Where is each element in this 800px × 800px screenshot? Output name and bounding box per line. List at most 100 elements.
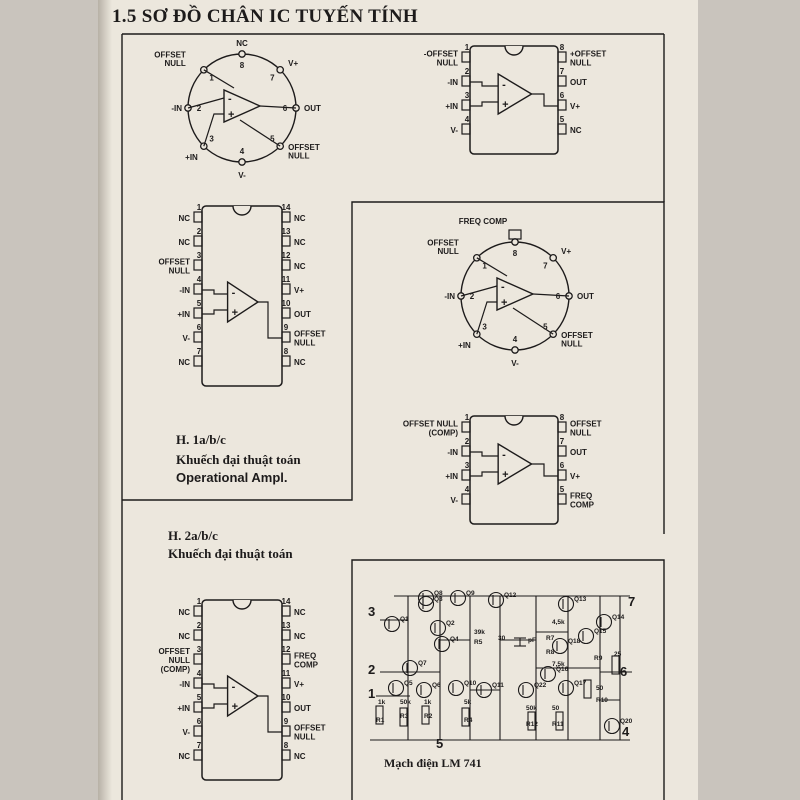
transistor-label: Q10	[464, 680, 477, 687]
pin-right	[281, 677, 291, 689]
transistor-symbol	[557, 595, 575, 613]
opamp-triangle	[497, 72, 533, 116]
transistor-label: Q20	[620, 718, 633, 725]
pin-label: NC	[294, 214, 306, 223]
pin-right	[281, 259, 291, 271]
pin-right	[557, 99, 567, 111]
pin-number: 2	[197, 104, 202, 113]
page-binding-shadow	[98, 0, 112, 800]
resistor	[399, 707, 408, 727]
component-label: 50	[596, 685, 604, 692]
book-page	[98, 0, 698, 800]
minus-sign: -	[502, 449, 506, 461]
pin-number: 8	[560, 43, 565, 52]
resistor	[461, 707, 470, 727]
fig1-subtitle: Operational Ampl.	[176, 470, 288, 485]
pin-number: 1	[197, 203, 202, 212]
pin-left	[461, 445, 471, 457]
pin-label: NC	[570, 126, 582, 135]
pin-number: 7	[197, 741, 202, 750]
pin-number: 4	[465, 115, 470, 124]
pin-dot	[511, 346, 519, 354]
pin-label: V+	[294, 680, 304, 689]
pin-label: OUT	[294, 704, 311, 713]
pin-label: V-	[238, 171, 246, 180]
pin-label: OUT	[294, 310, 311, 319]
package-outline	[201, 599, 283, 781]
transistor-symbol	[429, 619, 447, 637]
pin-number: 14	[282, 203, 291, 212]
pin-label: OUT	[577, 292, 594, 301]
pin-number: 1	[465, 413, 470, 422]
pin-left	[193, 283, 203, 295]
wire	[470, 81, 499, 87]
pin-number: 8	[240, 61, 245, 70]
pin-right	[281, 749, 291, 761]
pin-label: NC	[294, 262, 306, 271]
pin-label: +IN	[445, 102, 458, 111]
pin-number: 1	[197, 597, 202, 606]
transistor-label: Q1	[400, 616, 409, 623]
pin-label: V-	[511, 359, 519, 368]
pin-number: 3	[465, 461, 470, 470]
pin-dot	[238, 50, 246, 58]
transistor-symbol	[447, 679, 465, 697]
wire	[259, 105, 297, 109]
pin-label: NC	[294, 632, 306, 641]
pin-left	[461, 421, 471, 433]
pin-label: NC	[178, 632, 190, 641]
component-label: 7,5k	[552, 661, 565, 668]
circuit-pin-number: 4	[622, 724, 630, 739]
wire	[202, 289, 228, 295]
pin-label: NC	[178, 608, 190, 617]
pin-left	[193, 211, 203, 223]
circuit-pin-number: 5	[436, 736, 443, 751]
plus-sign: +	[232, 307, 238, 319]
wire	[531, 93, 558, 107]
section-heading: 1.5 SƠ ĐỒ CHÂN IC TUYẾN TÍNH	[112, 6, 418, 27]
pin-number: 7	[197, 347, 202, 356]
pin-number: 5	[560, 115, 565, 124]
transistor-label: Q5	[404, 680, 413, 687]
component-label: 50k	[526, 705, 537, 712]
transistor-label: Q17	[574, 680, 587, 687]
pin-number: 4	[197, 275, 202, 284]
pin-number: 11	[282, 669, 291, 678]
pin-left	[193, 605, 203, 617]
package-outline	[469, 415, 559, 525]
pin-dot	[238, 158, 246, 166]
pin-number: 9	[284, 323, 289, 332]
transistor-symbol	[557, 679, 575, 697]
pin-label: NC	[178, 752, 190, 761]
pin-number: 2	[197, 621, 202, 630]
pin-number: 6	[560, 91, 565, 100]
transistor-symbol	[415, 681, 433, 699]
pin-label: V+	[288, 59, 298, 68]
component-label: 25	[614, 651, 622, 658]
pin-left	[193, 677, 203, 689]
pin-left	[193, 725, 203, 737]
pin-label: NC	[294, 752, 306, 761]
minus-sign: -	[232, 287, 236, 299]
pin-number: 7	[560, 67, 565, 76]
transistor-label: Q6	[432, 682, 441, 689]
transistor-symbol	[387, 679, 405, 697]
transistor-symbol	[603, 717, 621, 735]
transistor-symbol	[449, 589, 467, 607]
pin-label: V-	[450, 126, 458, 135]
pin-label: NC	[236, 39, 248, 48]
transistor-label: Q7	[418, 660, 427, 667]
pin-right	[557, 469, 567, 481]
pin-label: V+	[294, 286, 304, 295]
fig1-title: Khuếch đại thuật toán	[176, 452, 301, 467]
pin-number: 3	[197, 251, 202, 260]
minus-sign: -	[502, 79, 506, 91]
